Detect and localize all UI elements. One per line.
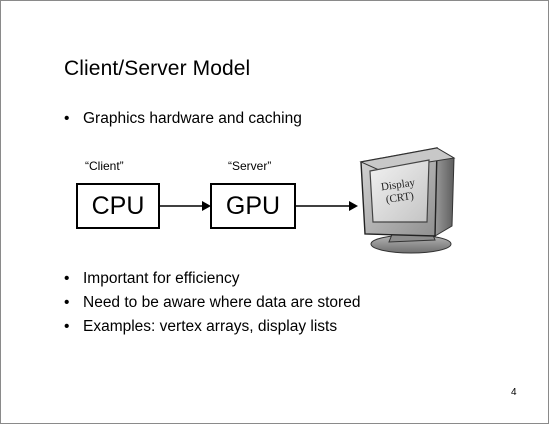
bullet-icon: • xyxy=(64,318,70,335)
gpu-box-label: GPU xyxy=(225,191,281,220)
bullet-item: • Examples: vertex arrays, display lists xyxy=(64,318,337,336)
bullet-text: Important for efficiency xyxy=(83,270,240,287)
bullet-item: • Need to be aware where data are stored xyxy=(64,294,360,312)
bullet-text: Graphics hardware and caching xyxy=(83,110,302,127)
crt-monitor-icon xyxy=(359,147,456,254)
bullet-icon: • xyxy=(64,270,70,287)
gpu-box: GPU xyxy=(210,183,296,229)
client-label: “Client” xyxy=(85,159,124,173)
page-number: 4 xyxy=(511,387,517,398)
bullet-item: • Important for efficiency xyxy=(64,270,240,288)
cpu-box-label: CPU xyxy=(91,191,145,220)
server-label: “Server” xyxy=(228,159,272,173)
bullet-item: • Graphics hardware and caching xyxy=(64,110,302,128)
cpu-box: CPU xyxy=(76,183,160,229)
bullet-text: Need to be aware where data are stored xyxy=(83,294,361,311)
slide-title: Client/Server Model xyxy=(64,57,251,80)
cpu-to-gpu-arrow xyxy=(160,201,211,211)
bullet-icon: • xyxy=(64,110,70,127)
gpu-to-display-arrow xyxy=(296,201,358,211)
bullet-text: Examples: vertex arrays, display lists xyxy=(83,318,338,335)
bullet-icon: • xyxy=(64,294,70,311)
